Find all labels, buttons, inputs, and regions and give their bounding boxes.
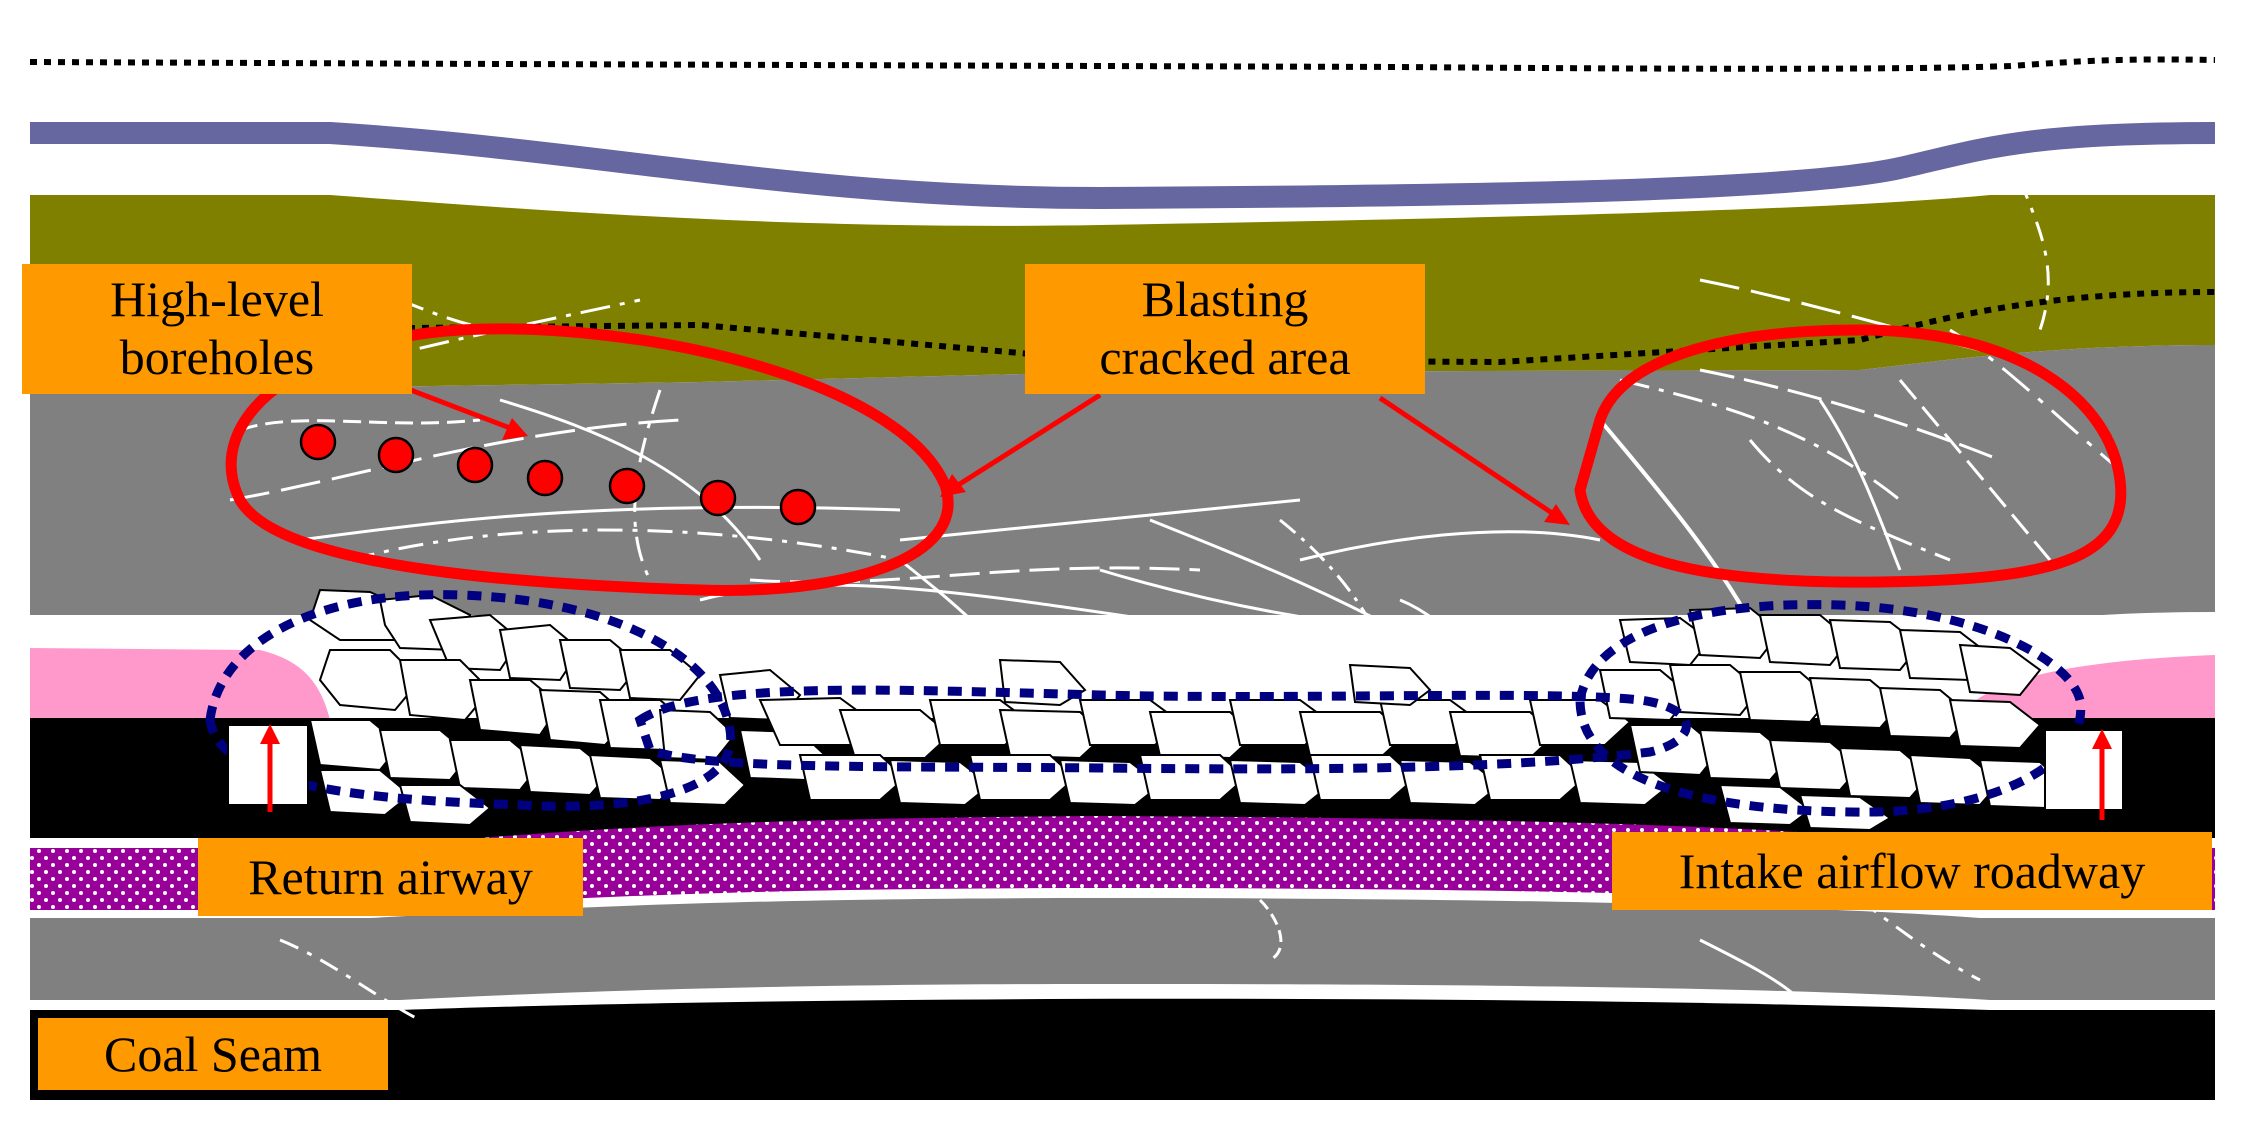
bottom-coal-sag bbox=[400, 998, 1990, 1010]
return-airway-label: Return airway bbox=[198, 838, 583, 916]
top-dotted-line bbox=[29, 56, 2216, 72]
lower-gray-rock-layer bbox=[30, 898, 2215, 1000]
borehole-3 bbox=[456, 446, 494, 484]
purple-band-layer bbox=[30, 122, 2216, 210]
cracked-right-arrow-head bbox=[1544, 504, 1570, 525]
borehole-7 bbox=[779, 488, 817, 526]
upper-gray-rock-layer bbox=[30, 345, 2215, 615]
intake-airflow-roadway-label: Intake airflow roadway bbox=[1612, 832, 2212, 910]
caved-zone-outlines bbox=[205, 590, 2086, 817]
pink-layer-left bbox=[30, 648, 330, 720]
white-gap-line bbox=[29, 612, 2216, 670]
blasting-cracked-area-label: Blasting cracked area bbox=[1025, 264, 1425, 394]
return-airway-arrow-box bbox=[227, 724, 309, 812]
blasting-area-right-outline bbox=[1574, 324, 2127, 588]
cracked-left-arrow-head bbox=[940, 474, 966, 497]
borehole-markers bbox=[299, 423, 817, 526]
borehole-4 bbox=[526, 459, 564, 497]
high-level-boreholes-label: High-level boreholes bbox=[22, 264, 412, 394]
borehole-6 bbox=[699, 479, 737, 517]
intake-airway-arrow-box bbox=[2044, 729, 2124, 820]
pink-layer-right bbox=[1960, 655, 2215, 728]
high-level-boreholes-line1: High-level bbox=[110, 271, 324, 327]
cracked-right-arrow-line bbox=[1378, 395, 1557, 518]
blasting-cracked-area-line2: cracked area bbox=[1099, 329, 1351, 385]
borehole-5 bbox=[608, 467, 646, 505]
coal-seam-label: Coal Seam bbox=[38, 1018, 388, 1090]
borehole-1 bbox=[299, 423, 337, 461]
cracked-left-arrow-line bbox=[953, 392, 1102, 490]
high-level-boreholes-line2: boreholes bbox=[119, 329, 315, 385]
borehole-2 bbox=[377, 436, 415, 474]
bottom-coal-layer bbox=[30, 1010, 2215, 1100]
blasting-cracked-area-line1: Blasting bbox=[1141, 271, 1309, 327]
boreholes-arrow-head bbox=[502, 418, 528, 440]
stratum-dotted-line bbox=[29, 289, 2216, 366]
